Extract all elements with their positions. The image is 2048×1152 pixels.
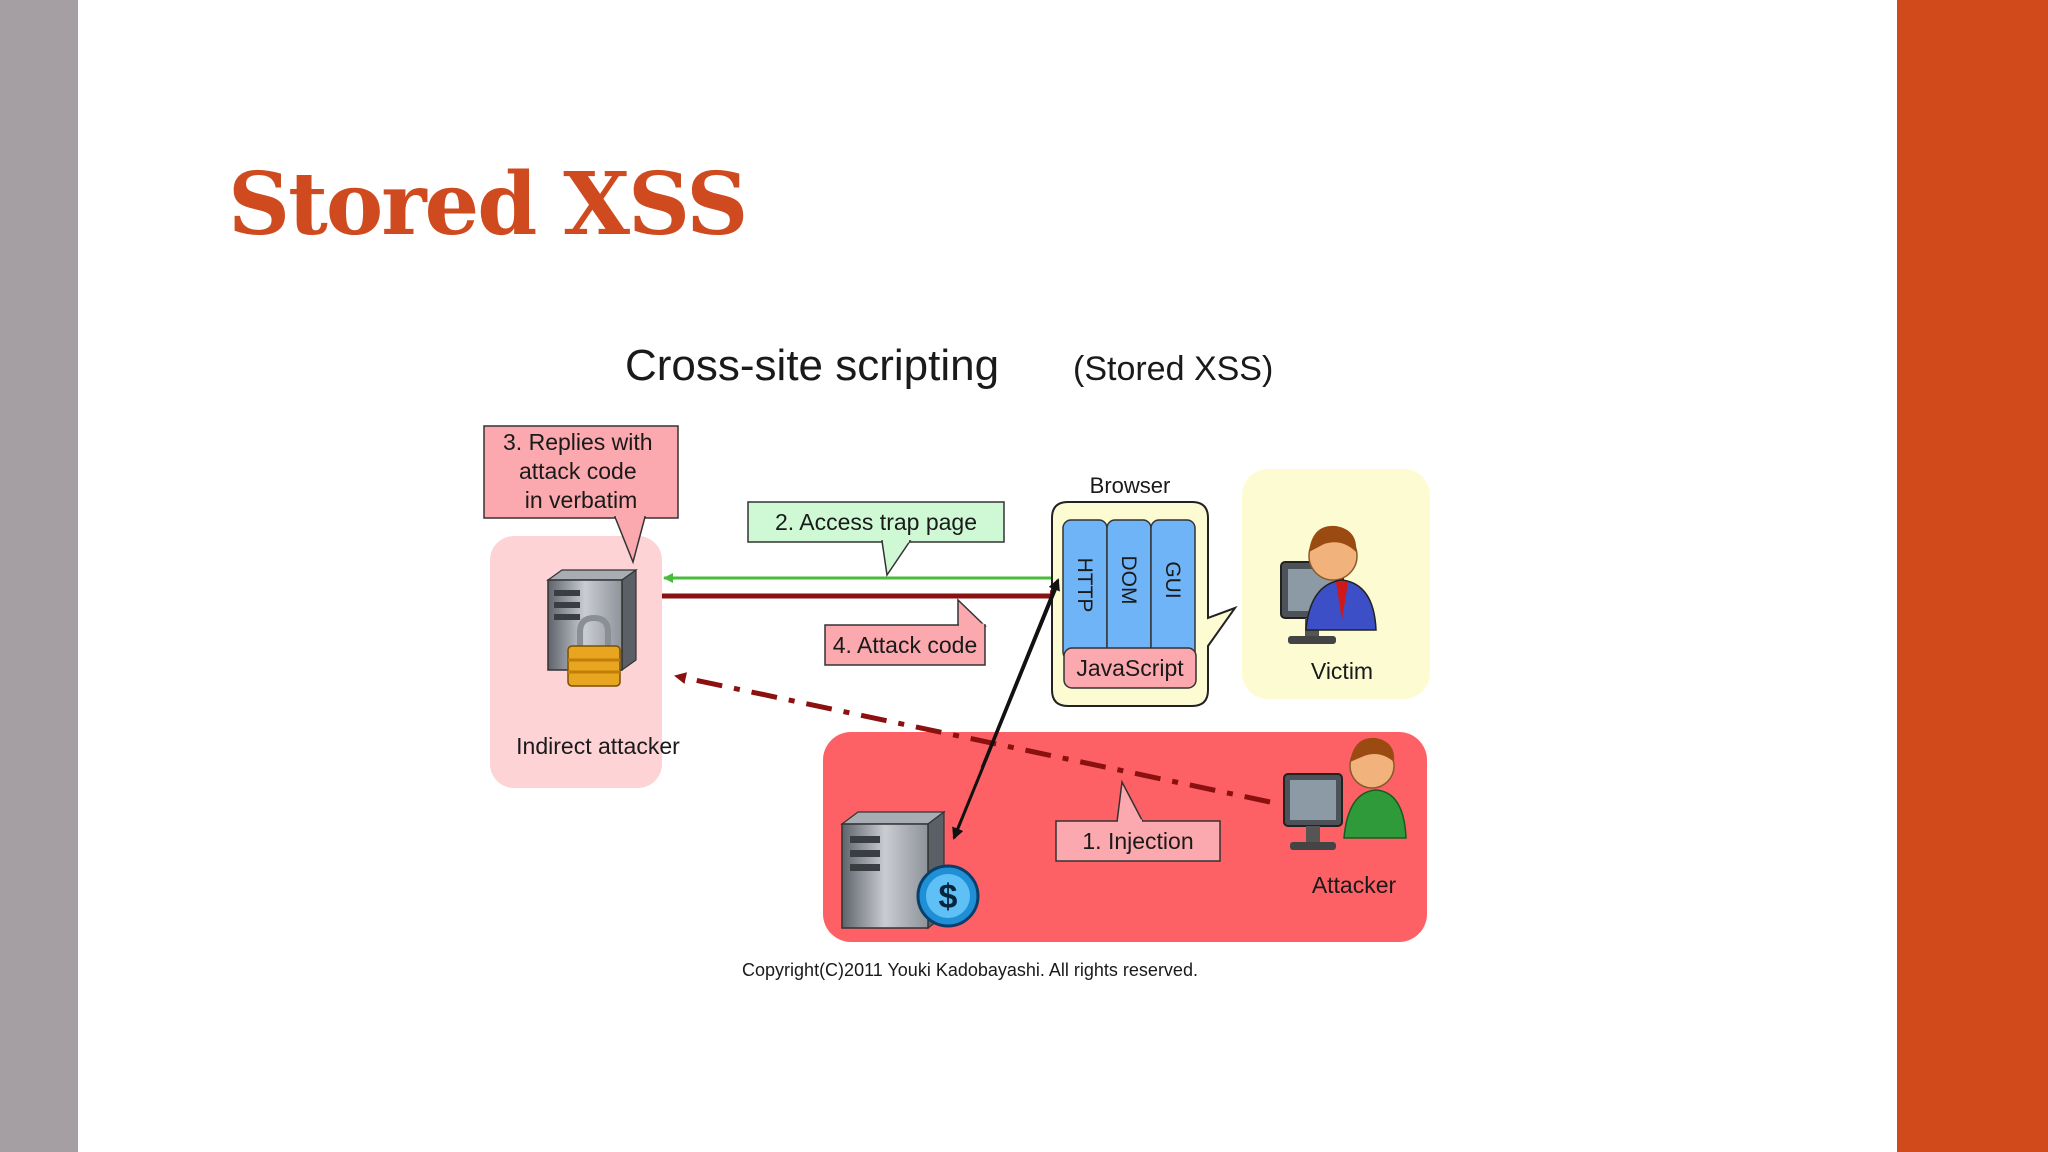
callout-attack-code: 4. Attack code — [824, 598, 987, 666]
browser-label: Browser — [1090, 473, 1171, 498]
server-lock-icon — [546, 568, 638, 687]
callout-injection-label: 1. Injection — [1082, 828, 1193, 854]
server-request-arrow — [980, 578, 1060, 769]
attacker-label: Attacker — [1312, 872, 1397, 898]
diagram-heading: Cross-site scripting — [625, 341, 999, 390]
layer-http-label: HTTP — [1073, 558, 1096, 613]
dollar-sign-icon: $ — [939, 878, 958, 916]
indirect-attacker: Indirect attacker — [516, 568, 680, 759]
victim: Victim — [1280, 525, 1377, 684]
svg-text:3. Replies with attack c: 3. Replies with attack code in verbatim — [503, 429, 659, 513]
xss-diagram: Cross-site scripting (Stored XSS) 3. Rep… — [470, 330, 1470, 1000]
diagram-heading-suffix: (Stored XSS) — [1073, 350, 1273, 388]
javascript-label: JavaScript — [1076, 655, 1184, 681]
callout-replies-line-2: attack code — [519, 458, 637, 484]
browser: Browser HTTP DOM GUI JavaScript — [1051, 473, 1238, 707]
attacker-icon — [1283, 737, 1407, 850]
callout-access-trap-page: 2. Access trap page — [747, 501, 1005, 578]
diagram-canvas: Cross-site scripting (Stored XSS) 3. Rep… — [483, 341, 1430, 980]
copyright-note: Copyright(C)2011 Youki Kadobayashi. All … — [742, 960, 1198, 980]
callout-injection: 1. Injection — [1055, 779, 1221, 862]
callout-replies: 3. Replies with attack code in verbatim — [483, 425, 679, 565]
right-accent-bar — [1897, 0, 2048, 1152]
web-server-icon: $ — [840, 810, 980, 930]
attacker: Attacker — [1283, 737, 1407, 898]
callout-attack-code-label: 4. Attack code — [833, 632, 977, 658]
indirect-attacker-label: Indirect attacker — [516, 733, 680, 759]
callout-replies-line-3: in verbatim — [525, 487, 637, 513]
layer-gui-label: GUI — [1161, 561, 1184, 598]
slide-title: Stored XSS — [228, 154, 748, 255]
layer-dom-label: DOM — [1117, 556, 1140, 605]
left-accent-bar — [0, 0, 78, 1152]
callout-replies-line-1: 3. Replies with — [503, 429, 653, 455]
victim-label: Victim — [1311, 658, 1373, 684]
victim-icon — [1280, 525, 1377, 644]
injection-arrow — [674, 672, 1271, 805]
javascript-box — [1063, 647, 1197, 689]
callout-access-label: 2. Access trap page — [775, 509, 977, 535]
